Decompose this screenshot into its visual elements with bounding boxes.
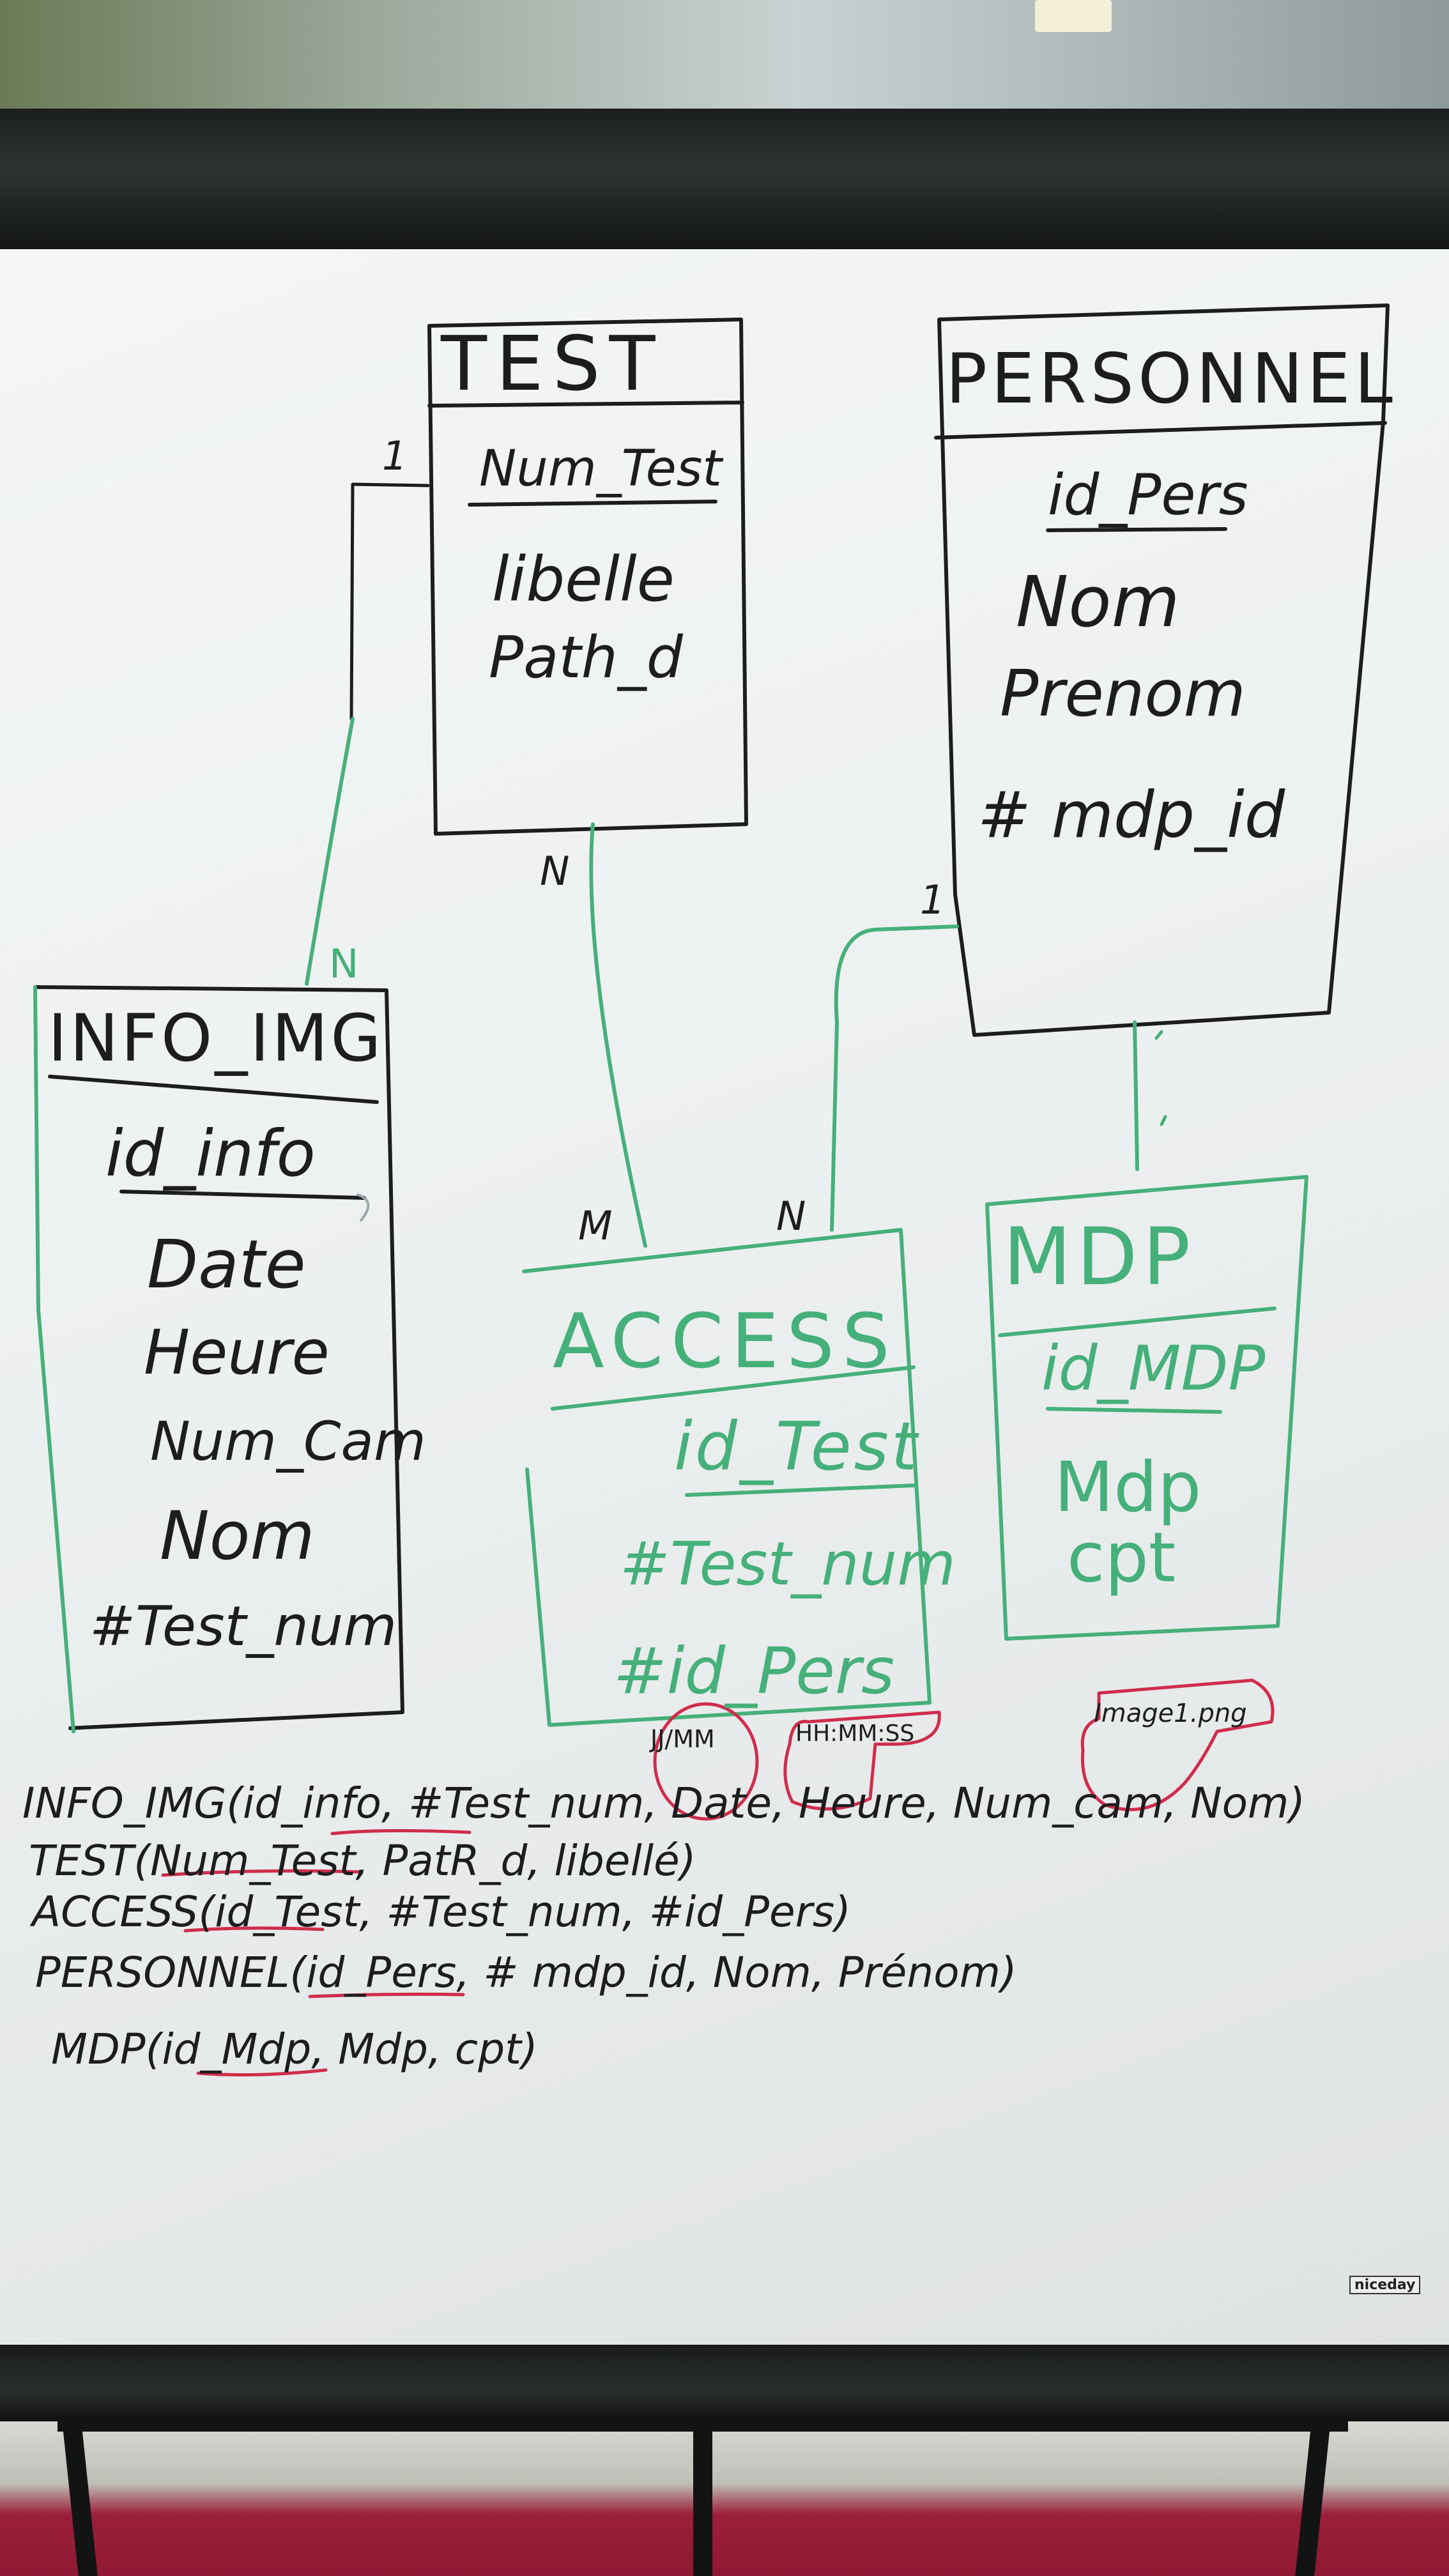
easel-leg-center: [693, 2421, 712, 2576]
connector-test-infoimg: [305, 717, 355, 986]
test-key: Num_Test: [479, 440, 723, 498]
schema-access: ACCESS(id_Test, #Test_num, #id_Pers): [29, 1887, 851, 1936]
info-img-attr-1: Date: [147, 1225, 306, 1303]
floor: [0, 2421, 1449, 2576]
annotation-image: Image1.png: [1094, 1699, 1247, 1728]
info-img-attr-2: Heure: [144, 1317, 330, 1388]
schema-key-underlines: [161, 1828, 471, 2077]
entity-personnel: [934, 303, 1390, 1037]
access-attr-1: #Test_num: [620, 1529, 956, 1599]
entity-info-img: [33, 985, 404, 1733]
personnel-key: id_Pers: [1048, 462, 1248, 528]
annotation-heure: HH:MM:SS: [795, 1721, 914, 1747]
easel-bar: [57, 2415, 1348, 2432]
annotation-circle-heure: [783, 1710, 941, 1811]
schema-mdp: MDP(id_Mdp, Mdp, cpt): [51, 2025, 538, 2074]
whiteboard-brand-label: niceday: [1349, 2276, 1421, 2294]
access-title: ACCESS: [553, 1297, 898, 1385]
personnel-attr-3: # mdp_id: [977, 778, 1285, 852]
connector-test-access: [589, 822, 647, 1248]
access-attr-2: #id_Pers: [613, 1634, 894, 1708]
card-access-test: M: [578, 1202, 613, 1249]
personnel-attr-1: Nom: [1016, 561, 1180, 643]
info-img-key: id_info: [105, 1116, 316, 1191]
annotation-date: JJ/MM: [649, 1725, 715, 1753]
connector-test-infoimg-black: [349, 482, 430, 721]
schema-info-img: INFO_IMG(id_info, #Test_num, Date, Heure…: [22, 1779, 1305, 1828]
annotation-circle-nom: [1080, 1678, 1275, 1811]
info-img-attr-5: #Test_num: [89, 1595, 397, 1659]
connector-personnel-access: [830, 924, 959, 1232]
card-info-test: N: [329, 940, 358, 987]
entity-mdp: [985, 1175, 1308, 1641]
test-attr-2: Path_d: [489, 624, 684, 691]
test-title: TEST: [440, 319, 664, 408]
whiteboard-top-frame: [0, 109, 1449, 256]
connector-personnel-mdp: [1133, 1020, 1139, 1171]
card-test-access: N: [540, 848, 569, 894]
card-access-pers: N: [776, 1193, 806, 1239]
entity-access: [522, 1228, 931, 1727]
personnel-attr-2: Prenom: [1000, 656, 1246, 731]
whiteboard-bottom-tray: [0, 2345, 1449, 2421]
schema-test: TEST(Num_Test, PatR_d, libellé): [29, 1836, 696, 1885]
mdp-key: id_MDP: [1041, 1333, 1265, 1404]
card-pers-access: 1: [920, 877, 945, 923]
info-img-attr-3: Num_Cam: [150, 1410, 426, 1473]
mdp-attr-1: Mdp: [1054, 1448, 1201, 1528]
info-img-title: INFO_IMG: [48, 1000, 383, 1077]
mdp-attr-2: cpt: [1067, 1518, 1176, 1598]
schema-personnel: PERSONNEL(id_Pers, # mdp_id, Nom, Prénom…: [35, 1948, 1017, 1997]
entity-test: [427, 318, 748, 836]
mdp-title: MDP: [1003, 1211, 1195, 1303]
access-key: id_Test: [674, 1407, 920, 1485]
info-img-attr-4: Nom: [160, 1497, 315, 1575]
card-test-info: 1: [382, 433, 407, 479]
ceiling-light: [1035, 0, 1112, 32]
personnel-title: PERSONNEL: [946, 339, 1397, 419]
whiteboard-surface: [0, 249, 1449, 2351]
window-background: [0, 0, 1449, 128]
test-attr-1: libelle: [492, 544, 675, 615]
annotation-circle-date: [653, 1702, 759, 1821]
